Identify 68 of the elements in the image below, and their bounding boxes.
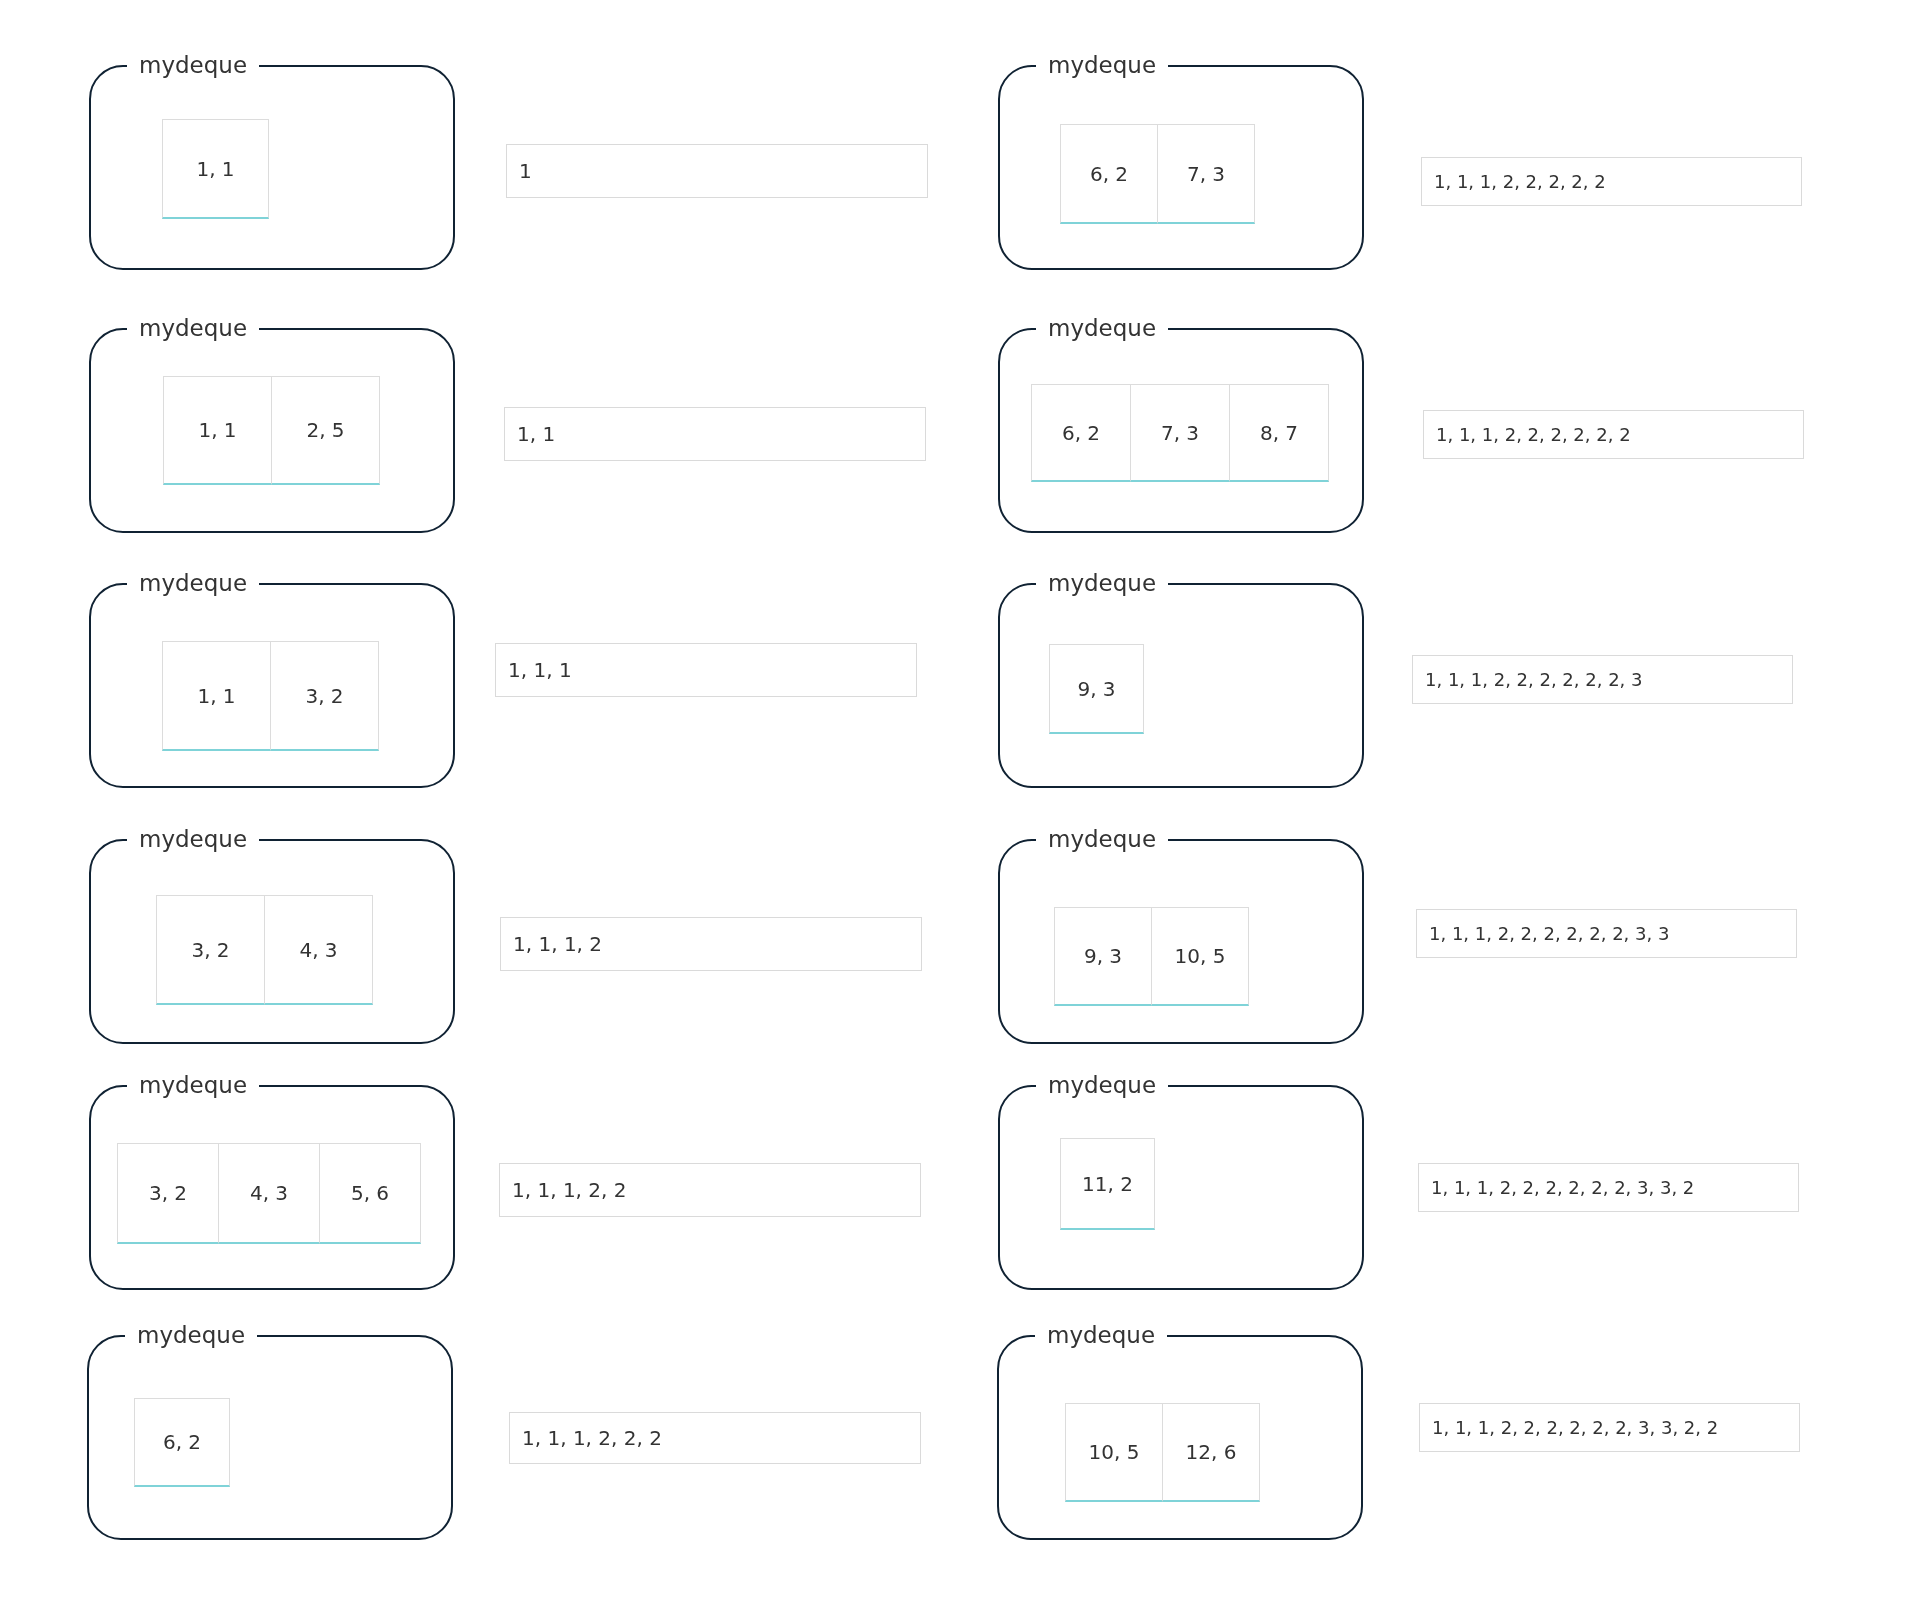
cell-value: 10, 5 [1088,1440,1140,1464]
output-value: 1, 1, 1, 2, 2, 2, 2, 2, 2, 3, 3 [1429,923,1670,944]
deque-cell [319,1143,421,1244]
output-value: 1, 1, 1 [508,658,572,682]
deque-cell [162,119,269,219]
deque-cell [162,641,271,751]
cell-value: 3, 2 [305,683,344,708]
deque-cell [271,376,380,485]
cell-value: 7, 3 [1160,420,1200,445]
output-value: 1 [519,159,532,183]
cell-value: 3, 2 [148,1181,188,1205]
output-box [506,144,928,198]
cell-value: 6, 2 [162,1430,202,1454]
cell-value: 5, 6 [350,1181,390,1205]
cell-value: 2, 5 [306,418,345,442]
output-box [500,917,922,971]
output-box [1419,1403,1800,1452]
deque-cell [1060,1138,1155,1230]
cell-value: 1, 1 [197,683,236,708]
deque-cell [1130,384,1230,482]
output-box [1416,909,1797,958]
deque-cell [1151,907,1249,1006]
output-box [1418,1163,1799,1212]
output-value: 1, 1, 1, 2, 2, 2, 2, 2 [1434,171,1606,192]
deque-cell [1060,124,1158,224]
deque-cell [1065,1403,1163,1502]
cell-value: 7, 3 [1186,161,1226,186]
cell-value: 4, 3 [299,937,338,962]
deque-cell [117,1143,219,1244]
output-box [1421,157,1802,206]
cell-value: 8, 7 [1259,420,1299,445]
deque-cell [218,1143,320,1244]
output-box [504,407,926,461]
output-box [495,643,917,697]
cell-value: 10, 5 [1174,944,1226,968]
output-value: 1, 1, 1, 2, 2, 2, 2, 2, 2, 3, 3, 2 [1431,1177,1695,1198]
output-value: 1, 1, 1, 2, 2, 2, 2, 2, 2, 3 [1425,669,1643,690]
cell-value: 1, 1 [198,418,237,442]
cell-value: 11, 2 [1082,1171,1133,1196]
deque-cell [134,1398,230,1487]
output-value: 1, 1 [517,422,556,446]
cell-value: 6, 2 [1089,161,1129,186]
deque-cell [1162,1403,1260,1502]
cell-value: 12, 6 [1185,1440,1237,1464]
output-box [1423,410,1804,459]
cell-value: 1, 1 [196,156,235,181]
deque-cell [1031,384,1131,482]
output-value: 1, 1, 1, 2, 2 [512,1178,627,1202]
deque-cell [1229,384,1329,482]
output-box [509,1412,921,1464]
cell-value: 4, 3 [249,1181,289,1205]
cell-value: 9, 3 [1083,944,1123,968]
deque-cell [163,376,272,485]
output-value: 1, 1, 1, 2, 2, 2 [522,1426,662,1450]
cell-value: 3, 2 [191,937,230,962]
cell-value: 6, 2 [1061,420,1101,445]
deque-cell [1049,644,1144,734]
output-box [1412,655,1793,704]
deque-cell [270,641,379,751]
output-box [499,1163,921,1217]
output-value: 1, 1, 1, 2, 2, 2, 2, 2, 2 [1436,424,1631,445]
output-value: 1, 1, 1, 2 [513,932,603,956]
deque-cell [156,895,265,1005]
deque-cell [1054,907,1152,1006]
deque-cell [264,895,373,1005]
output-value: 1, 1, 1, 2, 2, 2, 2, 2, 2, 3, 3, 2, 2 [1432,1417,1719,1438]
deque-cell [1157,124,1255,224]
cell-value: 9, 3 [1077,676,1116,701]
